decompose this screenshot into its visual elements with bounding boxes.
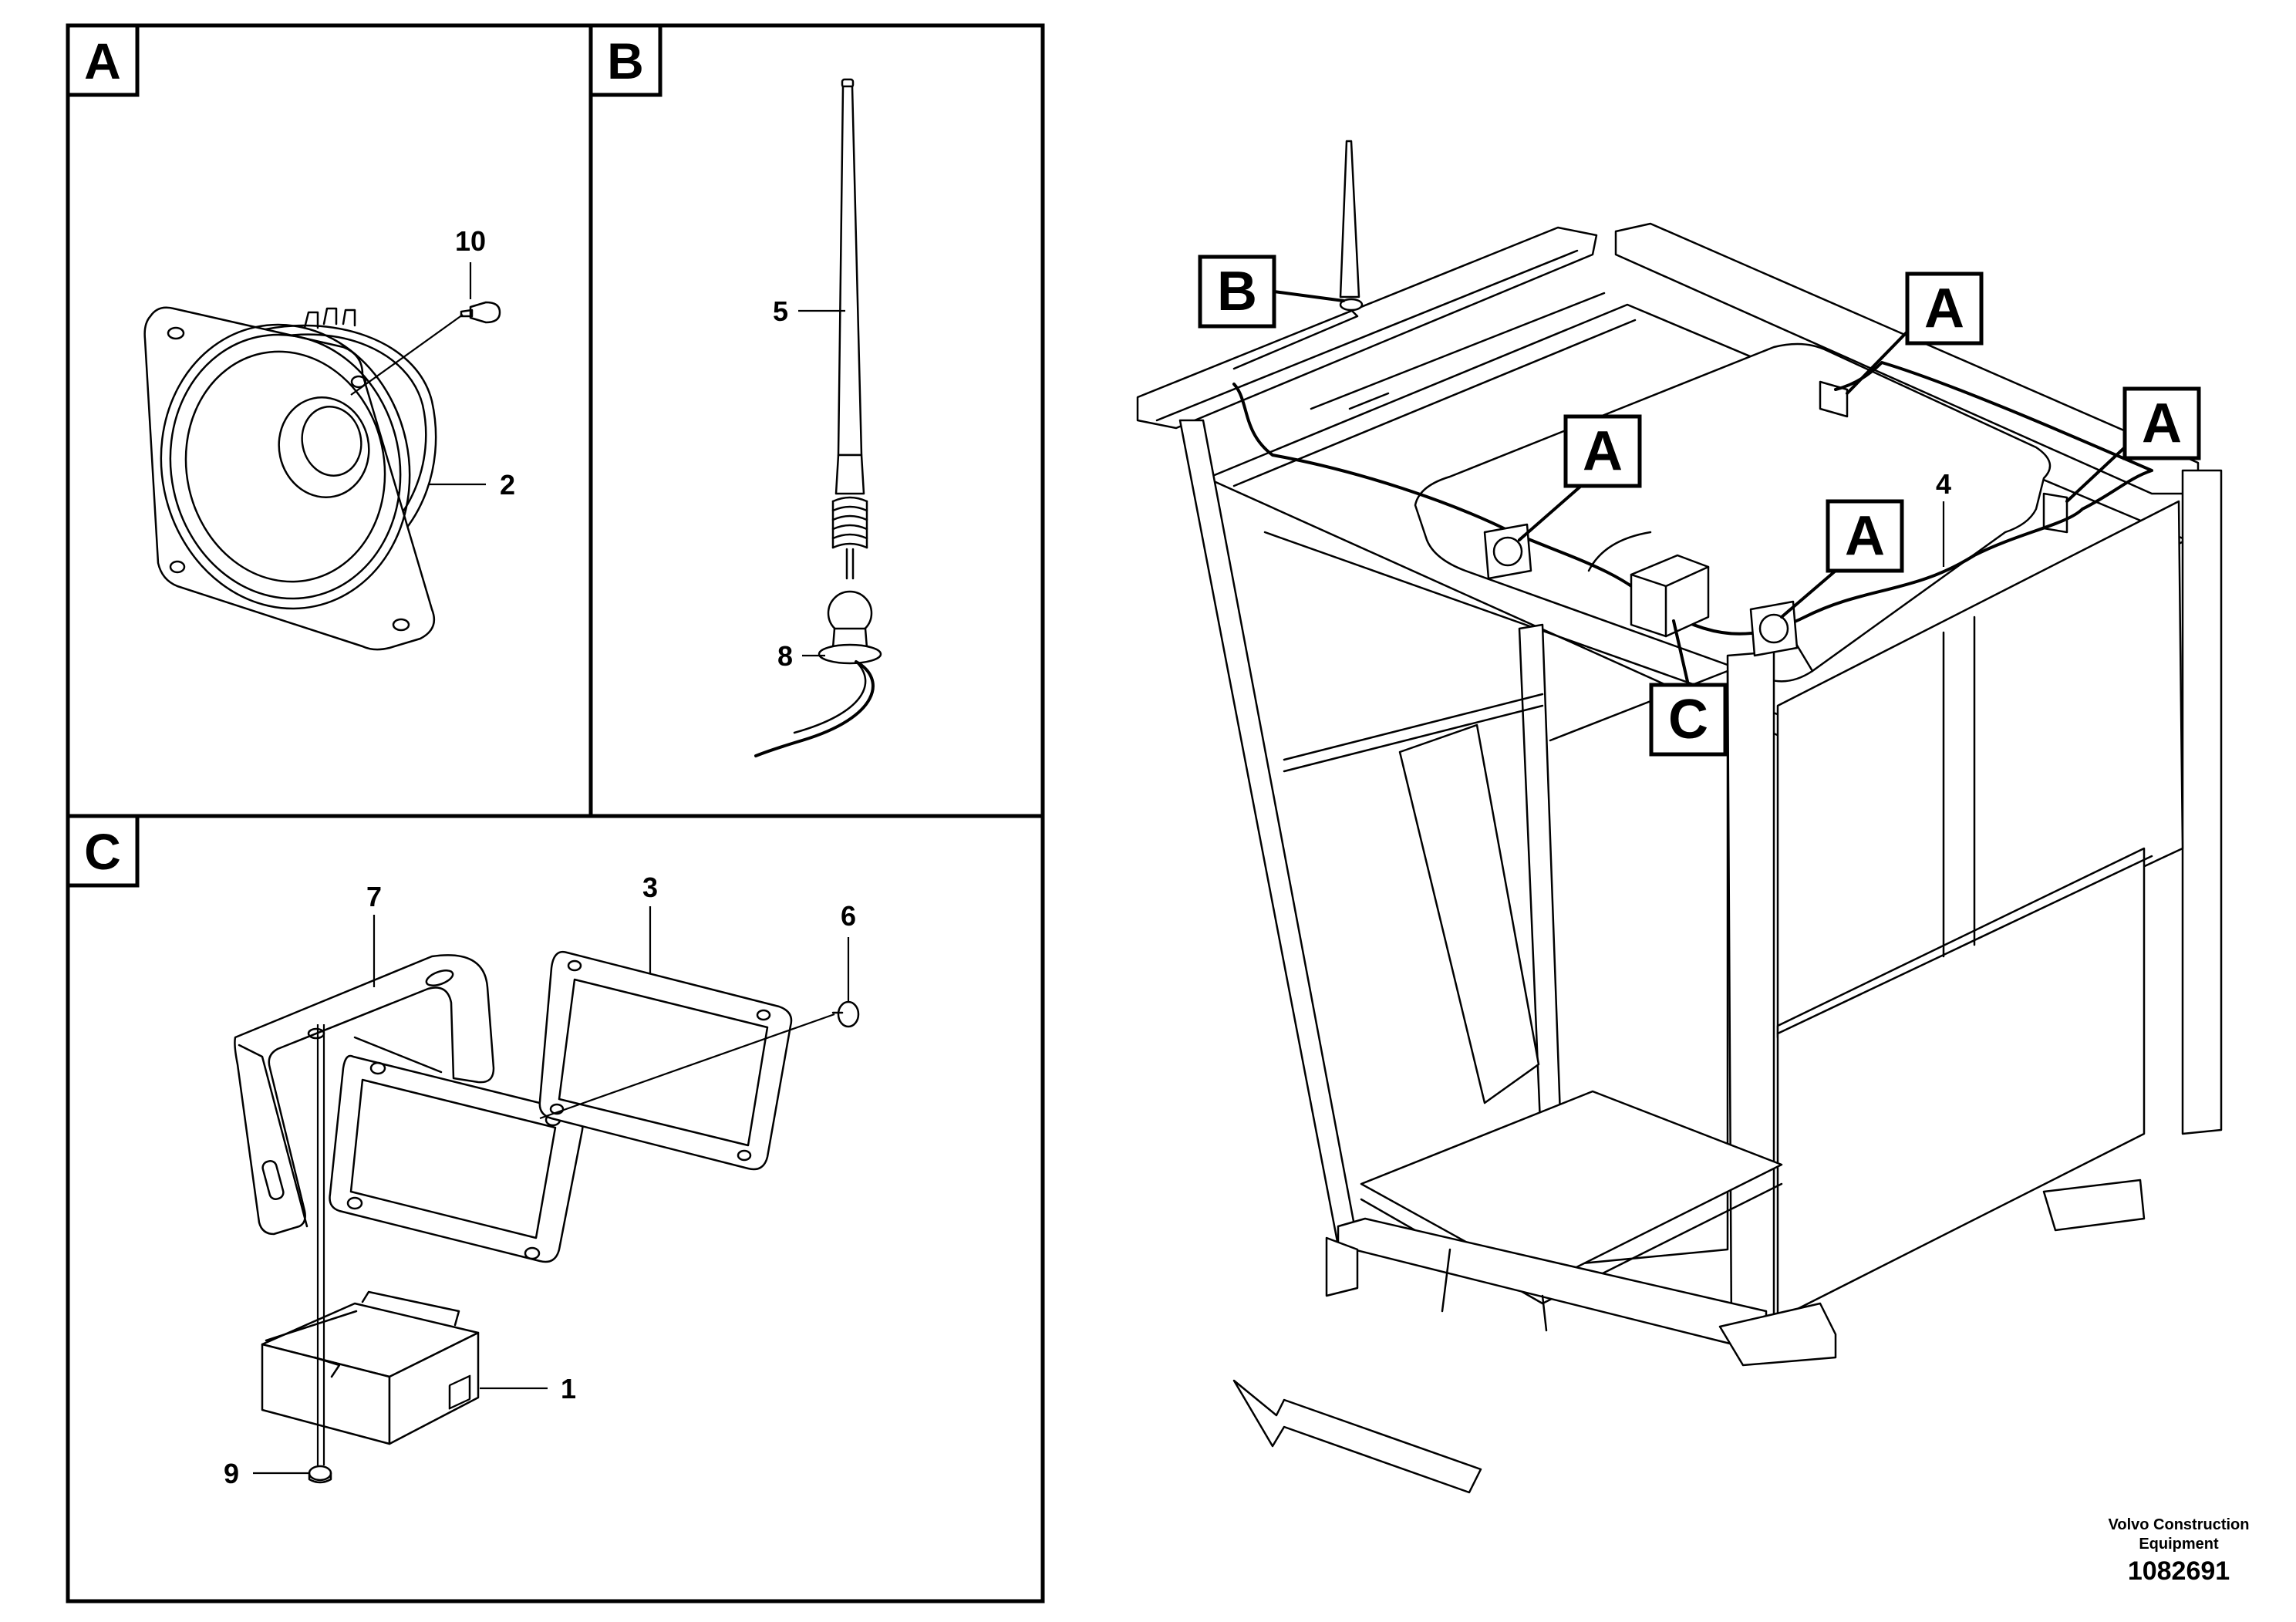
screw-6-drawing [831,1000,860,1028]
panel-a-letter-box: A [66,23,140,97]
callout-a-center: A [1780,499,1904,619]
callout-a-center-letter: A [1845,505,1885,567]
speaker-drawing [143,301,501,651]
panel-b-frame [588,23,1045,818]
part-number-6: 6 [841,900,856,932]
radio-unit-drawing [261,1290,480,1445]
callout-b-letter: B [1217,261,1257,322]
nut-9-drawing [308,1465,332,1484]
callout-a-right-letter: A [2142,393,2182,454]
callout-a-top-right: A [1846,271,1984,395]
part-number-2: 2 [500,469,515,501]
callout-c: C [1649,619,1728,757]
part-number-7: 7 [366,881,382,912]
install-line-screw-6 [539,1013,835,1120]
callout-a-top-left: A [1518,414,1642,541]
panel-c-letter: C [84,823,121,880]
bracket-7-drawing [234,954,495,1236]
cable-harness [1232,361,2153,636]
company-name-line1: Volvo Construction [2109,1516,2250,1533]
panel-b-letter-box: B [588,23,663,97]
company-name-line2: Equipment [2139,1536,2219,1553]
callout-c-letter: C [1668,689,1708,750]
callout-a-top-right-letter: A [1924,278,1964,339]
gasket-3-drawing [538,950,793,1171]
part-number-1: 1 [561,1373,576,1404]
part-number-5: 5 [773,295,788,327]
callout-a-right: A [2065,386,2201,503]
callout-b: B [1198,255,1345,329]
antenna-drawing [754,78,882,757]
panel-c-frame [66,814,1045,1603]
panel-b-letter: B [607,32,644,89]
callout-a-top-left-letter: A [1583,420,1623,482]
part-number-9: 9 [224,1458,239,1489]
forward-direction-arrow [1232,1379,1482,1494]
part-number-4: 4 [1936,468,1951,500]
part-number-10: 10 [455,225,486,257]
panel-c-letter-box: C [66,814,140,888]
part-number-3: 3 [642,872,658,903]
leader-10-install [350,314,464,396]
drawing-number: 1082691 [2128,1556,2230,1586]
part-number-8: 8 [777,640,793,672]
panel-a-letter: A [84,32,121,89]
